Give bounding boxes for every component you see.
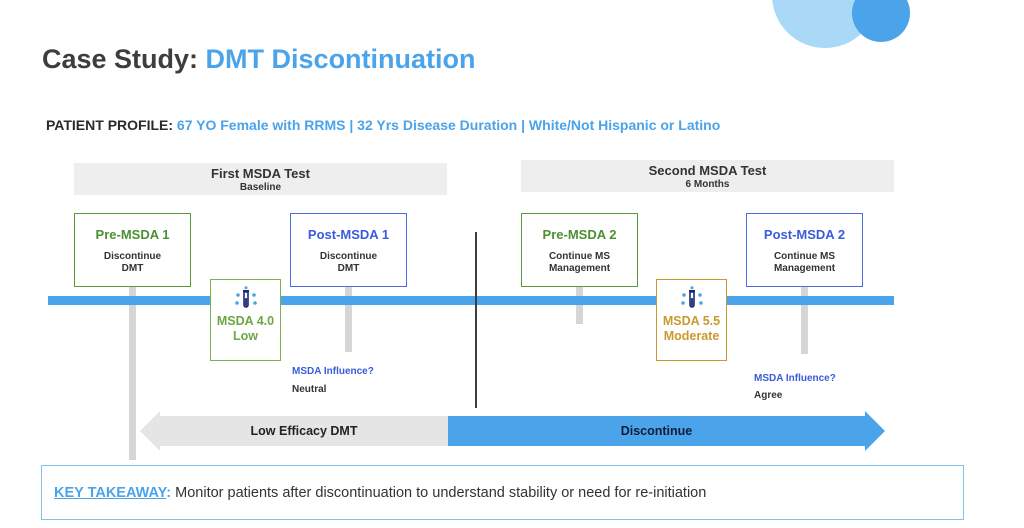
score-value: MSDA 5.5 <box>662 314 721 328</box>
low-efficacy-arrow <box>140 411 448 451</box>
test-divider <box>475 232 477 408</box>
score-value: MSDA 4.0 <box>216 314 275 328</box>
page-title: Case Study: DMT Discontinuation <box>42 44 476 75</box>
score-level: Low <box>233 329 258 343</box>
test-tube-icon <box>657 286 726 314</box>
decorative-circle-dark <box>852 0 910 42</box>
profile-label: PATIENT PROFILE: <box>46 117 177 133</box>
box-line2: Management <box>548 263 611 274</box>
key-takeaway-sep: : <box>166 485 176 501</box>
title-highlight: DMT Discontinuation <box>205 44 476 74</box>
second-test-subtitle: 6 Months <box>685 179 730 190</box>
score-level: Moderate <box>663 329 720 343</box>
box-title: Pre-MSDA 1 <box>95 227 170 242</box>
box-title: Post-MSDA 1 <box>307 227 390 242</box>
title-prefix: Case Study: <box>42 44 206 74</box>
influence-answer-2: Agree <box>754 390 783 401</box>
influence-answer-1: Neutral <box>292 384 327 395</box>
pre-msda2-connector <box>576 286 583 324</box>
box-title: Post-MSDA 2 <box>763 227 846 242</box>
first-test-header: First MSDA Test Baseline <box>74 163 447 195</box>
box-line1: Continue MS <box>773 251 836 262</box>
profile-value: 67 YO Female with RRMS | 32 Yrs Disease … <box>176 117 721 133</box>
discontinue-label: Discontinue <box>620 424 693 438</box>
post-msda2-connector <box>801 286 808 354</box>
influence-question-1: MSDA Influence? <box>292 366 374 377</box>
timeline-bar <box>48 296 894 305</box>
key-takeaway-box: KEY TAKEAWAY: Monitor patients after dis… <box>41 465 964 520</box>
box-line1: Discontinue <box>103 251 162 262</box>
second-test-header: Second MSDA Test 6 Months <box>521 160 894 192</box>
pre-msda1-connector <box>129 286 136 460</box>
key-takeaway-text: KEY TAKEAWAY: Monitor patients after dis… <box>54 485 706 501</box>
influence-question-2: MSDA Influence? <box>754 373 836 384</box>
low-efficacy-label: Low Efficacy DMT <box>250 424 358 438</box>
key-takeaway-label: KEY TAKEAWAY <box>54 485 167 501</box>
box-line2: DMT <box>337 263 360 274</box>
test-tube-icon <box>211 286 280 314</box>
box-title: Pre-MSDA 2 <box>542 227 617 242</box>
box-line2: DMT <box>121 263 144 274</box>
first-test-title: First MSDA Test <box>211 166 310 181</box>
box-line2: Management <box>773 263 836 274</box>
box-line1: Discontinue <box>319 251 378 262</box>
discontinue-arrow <box>448 411 885 451</box>
box-line1: Continue MS <box>548 251 611 262</box>
second-test-title: Second MSDA Test <box>648 163 767 178</box>
post-msda1-connector <box>345 286 352 352</box>
key-takeaway-body: Monitor patients after discontinuation t… <box>175 485 707 501</box>
msda1-score-box: MSDA 4.0 Low <box>210 279 281 361</box>
phase-arrows <box>140 411 885 451</box>
first-test-subtitle: Baseline <box>239 182 282 193</box>
msda2-score-box: MSDA 5.5 Moderate <box>656 279 727 361</box>
patient-profile: PATIENT PROFILE: 67 YO Female with RRMS … <box>46 117 720 133</box>
